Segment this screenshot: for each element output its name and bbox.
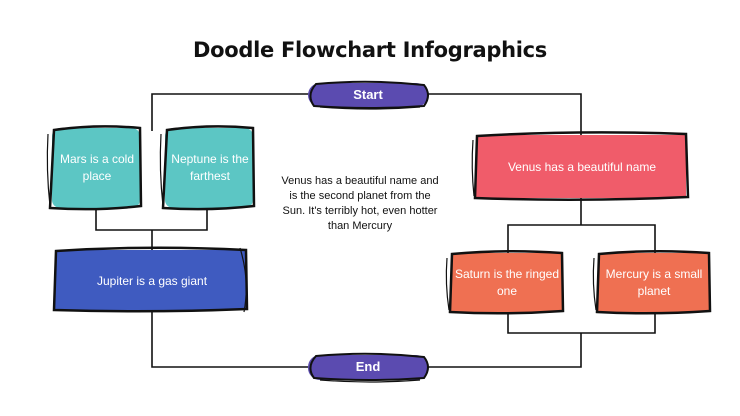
end-node <box>308 352 429 383</box>
connector-start-left <box>151 93 312 131</box>
connector-right-join <box>507 312 656 334</box>
connector-left-end <box>151 310 312 368</box>
start-label: Start <box>353 87 383 102</box>
saturn-box <box>445 249 565 315</box>
jupiter-label: Jupiter is a gas giant <box>96 273 208 288</box>
venus-label: Venus has a beautiful name <box>507 159 657 174</box>
jupiter-box <box>52 246 249 313</box>
mercury-label: Mercury is a small planet <box>605 267 703 298</box>
start-node <box>308 80 429 110</box>
neptune-box <box>159 125 256 211</box>
connector-right-end <box>428 333 582 368</box>
connector-left-join <box>95 208 208 231</box>
connector-right-split <box>507 224 656 253</box>
neptune-label: Neptune is the farthest <box>171 152 249 183</box>
connector-lines <box>95 93 656 368</box>
description-text: Venus has a beautiful name and is the se… <box>281 175 439 232</box>
end-label: End <box>355 359 381 374</box>
venus-box <box>471 131 690 202</box>
saturn-label: Saturn is the ringed one <box>454 267 560 298</box>
mercury-box <box>592 249 712 315</box>
mars-label: Mars is a cold place <box>59 152 135 183</box>
page-title: Doodle Flowchart Infographics <box>192 38 548 62</box>
connector-start-right <box>428 93 582 138</box>
mars-box <box>46 125 143 211</box>
